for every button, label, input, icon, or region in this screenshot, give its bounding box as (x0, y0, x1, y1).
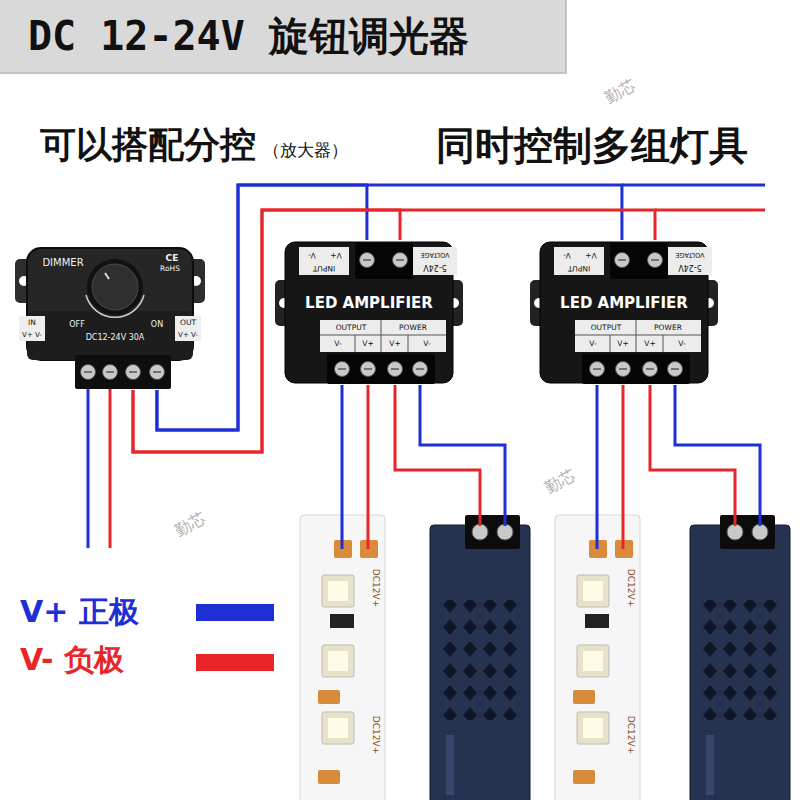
device-label: V- (308, 251, 315, 259)
bus-wire (622, 184, 765, 187)
subtitle-note: （放大器） (263, 142, 348, 159)
device-label: V- (563, 251, 570, 259)
dimmer-module: DIMMER CE RoHS OFF ON IN V+ V- DC12-24V 30A OUT V… (15, 245, 205, 390)
strip-marking: DC12V+ (626, 716, 635, 754)
output-wires (342, 385, 760, 549)
input-wire (109, 388, 112, 548)
device-label: POWER (654, 324, 682, 332)
device-label: 5-24V (678, 263, 702, 271)
led-strip (555, 515, 640, 800)
amplifier-body (530, 240, 718, 385)
title-heading: DC 12-24V 旋钮调光器 (0, 0, 567, 74)
legend-swatch (196, 604, 274, 621)
device-label: ON (151, 321, 163, 329)
strip-marking: DC12V+ (626, 569, 635, 607)
device-label: V+ (330, 251, 341, 259)
legend-text: V- 负极 (20, 645, 124, 675)
amplifier-module: LED AMPLIFIER INPUT V- V+ VOLTAGE 5-24V OUTPUT… (275, 240, 463, 385)
device-label: POWER (399, 324, 427, 332)
device-label: OUT (180, 319, 196, 327)
amplifier-module: LED AMPLIFIER INPUT V- V+ VOLTAGE 5-24V OUTPUT… (530, 240, 718, 385)
device-label: V+ (389, 340, 400, 348)
subtitle-text: 同时控制多组灯具 (436, 126, 748, 165)
legend-swatch (196, 654, 274, 671)
device-label: IN (28, 319, 36, 327)
device-label: RoHS (160, 265, 180, 273)
strip-marking: DC12V+ (371, 569, 380, 607)
device-label: CE (166, 254, 179, 263)
watermark: 勤芯 (602, 77, 638, 107)
device-label: V+ V- (22, 332, 42, 339)
device-label: DC12-24V 30A (86, 334, 145, 342)
device-label: V+ (644, 340, 655, 348)
device-label: V- (334, 340, 341, 348)
power-supply (430, 515, 530, 800)
watermark: 勤芯 (542, 467, 578, 497)
device-label: V- (589, 340, 596, 348)
legend-text: V+ 正极 (20, 597, 139, 627)
bus-wire (655, 209, 765, 212)
device-label: V- (678, 340, 685, 348)
device-label: V- (423, 340, 430, 348)
device-label: V+ V- (178, 332, 198, 339)
power-supply (690, 515, 790, 800)
device-label: V+ (617, 340, 628, 348)
device-label: VOLTAGE (420, 252, 449, 259)
device-label: 5-24V (423, 263, 447, 271)
device-label: DIMMER (42, 258, 83, 268)
device-label: OUTPUT (591, 324, 622, 332)
device-label: INPUT (568, 264, 590, 272)
device-label: OFF (69, 321, 85, 329)
led-strip (300, 515, 385, 800)
watermark: 勤芯 (172, 510, 208, 540)
subtitle-text: 可以搭配分控 (40, 127, 256, 163)
device-label: VOLTAGE (675, 252, 704, 259)
input-wire (87, 388, 90, 548)
device-label: LED AMPLIFIER (560, 296, 688, 311)
device-label: INPUT (313, 264, 335, 272)
device-label: V+ (585, 251, 596, 259)
device-label: LED AMPLIFIER (305, 296, 433, 311)
device-label: V+ (362, 340, 373, 348)
strip-marking: DC12V+ (371, 716, 380, 754)
amplifier-body (275, 240, 463, 385)
device-label: OUTPUT (336, 324, 367, 332)
